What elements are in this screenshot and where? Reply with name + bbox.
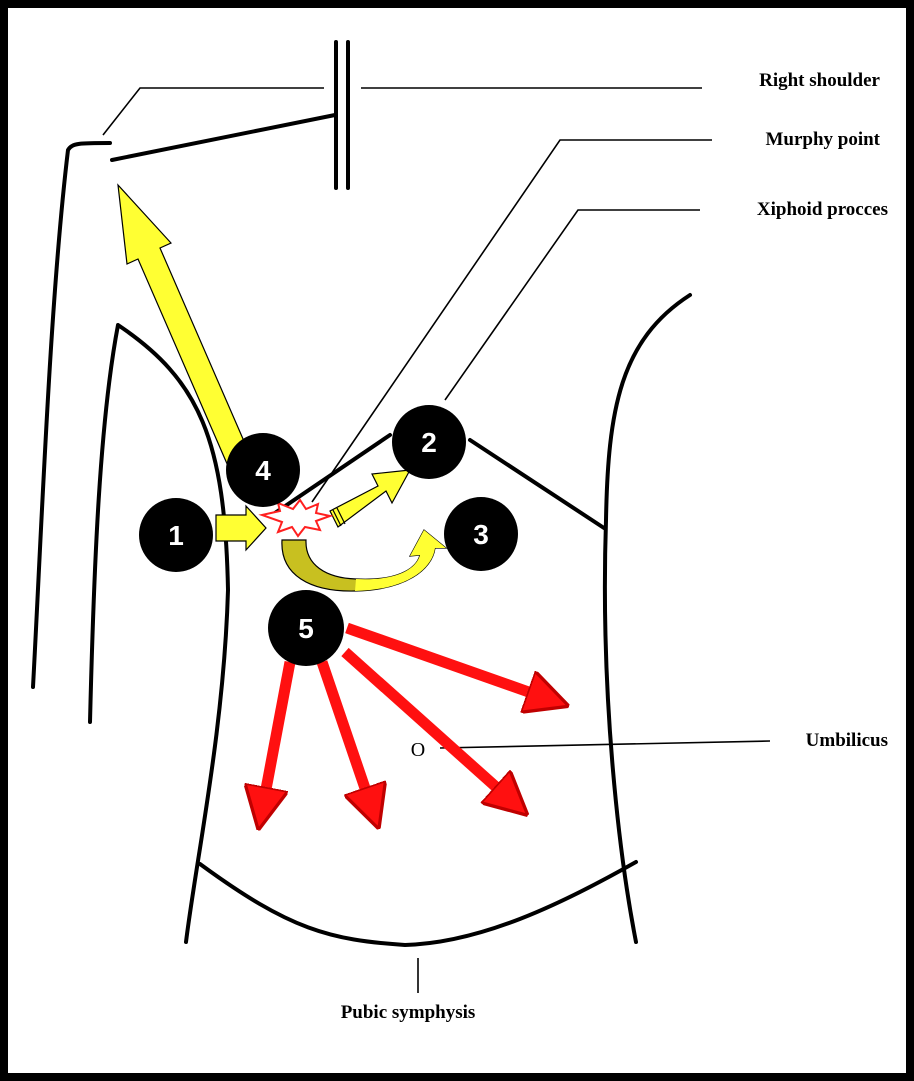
- marker-2: 2: [392, 405, 466, 479]
- label-right-shoulder: Right shoulder: [759, 70, 880, 91]
- umbilicus-leader: [440, 741, 770, 748]
- svg-text:4: 4: [255, 455, 271, 486]
- label-pubic-symphysis: Pubic symphysis: [341, 1002, 476, 1023]
- pubic-curve: [200, 862, 636, 945]
- red-arrow-1: [264, 662, 290, 800]
- outer-arm-line: [33, 143, 110, 687]
- umbilicus-marker: O: [411, 739, 425, 761]
- svg-text:2: 2: [421, 427, 437, 458]
- shoulder-line: [112, 115, 335, 160]
- right-shoulder-leader-left: [103, 88, 324, 135]
- marker-1: 1: [139, 498, 213, 572]
- svg-text:5: 5: [298, 613, 314, 644]
- label-murphy-point: Murphy point: [765, 129, 880, 150]
- red-arrow-2: [322, 662, 369, 800]
- marker-4: 4: [226, 433, 300, 507]
- svg-text:1: 1: [168, 520, 184, 551]
- arrow-to-shoulder: [118, 185, 250, 466]
- xiphoid-leader: [445, 210, 700, 400]
- marker-5: 5: [268, 590, 344, 666]
- marker-3: 3: [444, 497, 518, 571]
- left-flank-line: [605, 295, 690, 942]
- label-umbilicus: Umbilicus: [806, 730, 888, 751]
- body-outline: [33, 42, 690, 945]
- svg-text:3: 3: [473, 519, 489, 550]
- label-xiphoid: Xiphoid procces: [757, 199, 888, 220]
